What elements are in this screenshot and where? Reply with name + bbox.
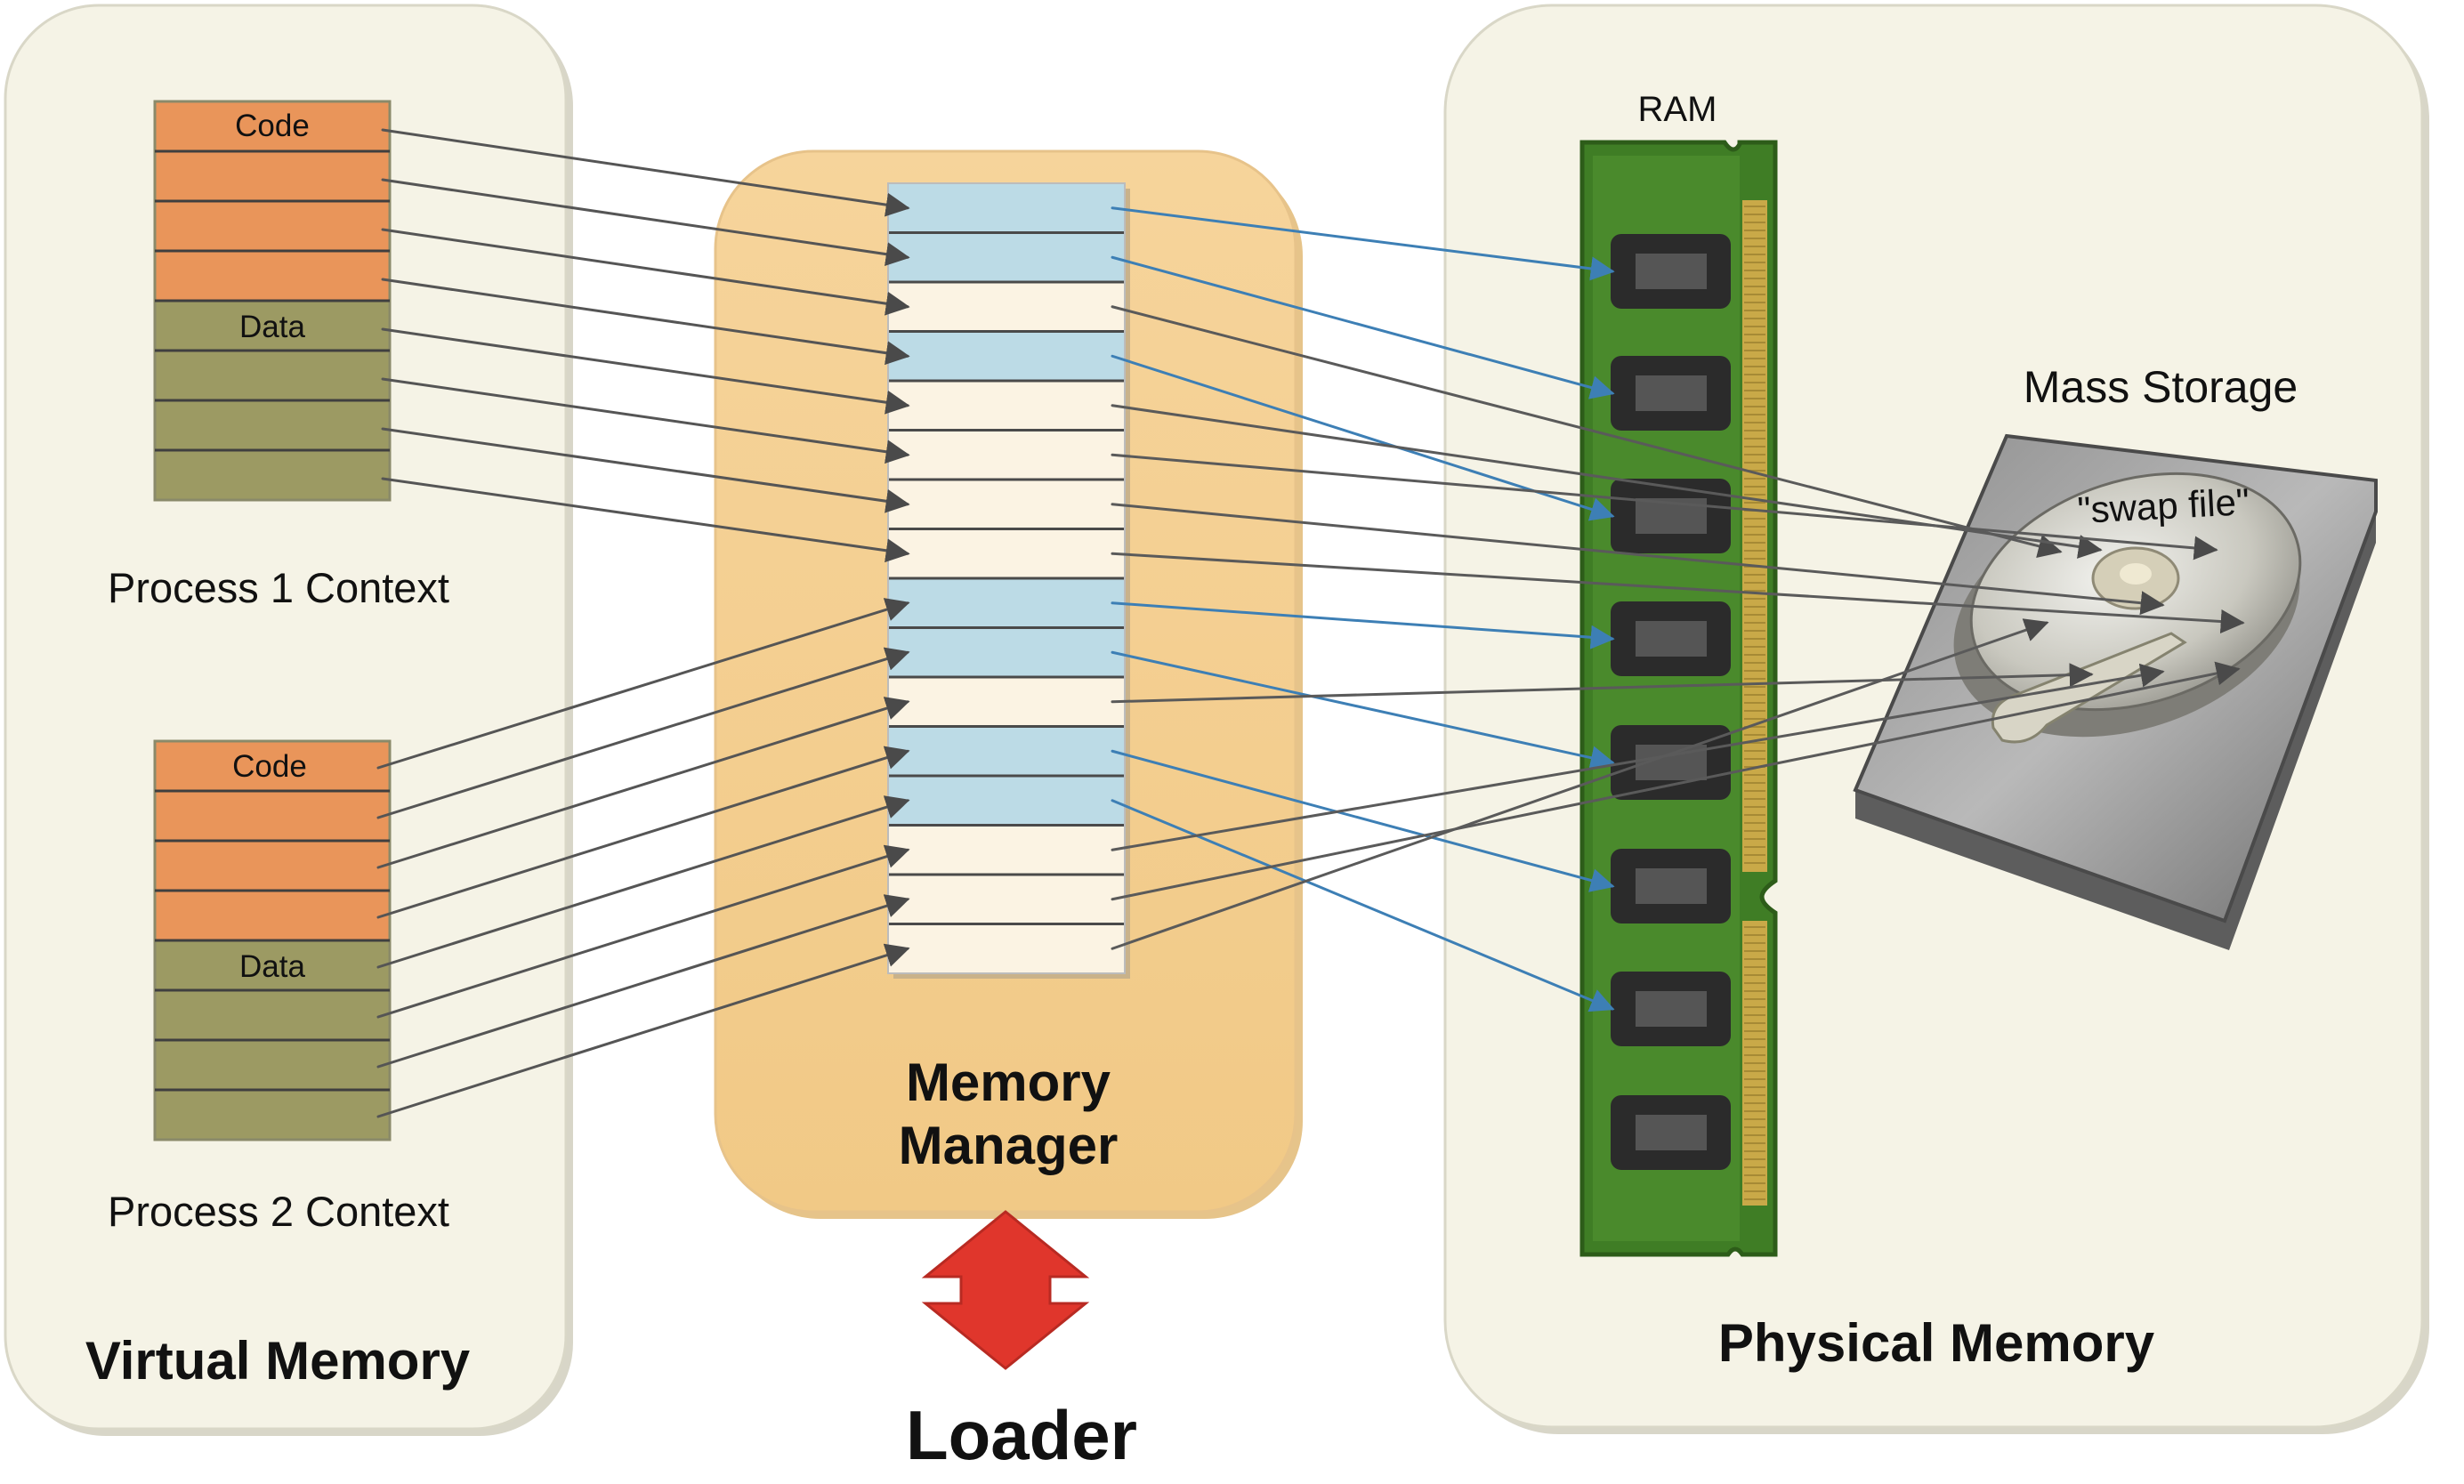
page-entry-swapped bbox=[888, 677, 1125, 727]
mapping-arrow bbox=[376, 598, 910, 770]
mapping-arrow bbox=[1111, 663, 2165, 851]
code-page-block bbox=[155, 201, 390, 251]
page-entry-swapped bbox=[888, 381, 1125, 431]
page-entry-swapped bbox=[888, 480, 1125, 529]
page-entry-in-ram bbox=[888, 776, 1125, 826]
ram-chip-die bbox=[1636, 375, 1707, 411]
mapping-arrow bbox=[1111, 749, 1615, 892]
mapping-arrow bbox=[376, 697, 910, 869]
code-page-block bbox=[155, 151, 390, 201]
code-page-block bbox=[155, 841, 390, 891]
mapping-arrow bbox=[1111, 305, 2063, 558]
data-page-block bbox=[155, 1040, 390, 1090]
mapping-arrow bbox=[376, 795, 910, 969]
mapping-arrow bbox=[1111, 206, 1615, 281]
memory-manager-title-line1: Memory bbox=[906, 1053, 1111, 1112]
ram-chip-die bbox=[1636, 621, 1707, 657]
mapping-arrow bbox=[1111, 552, 2245, 633]
mapping-arrow bbox=[1111, 503, 2165, 616]
data-label-p1: Data bbox=[239, 310, 305, 344]
code-page-block bbox=[155, 251, 390, 301]
mapping-arrow bbox=[376, 647, 910, 819]
disk-spindle-cap bbox=[2120, 563, 2152, 585]
arrows bbox=[376, 128, 2245, 1118]
code-page-block bbox=[155, 741, 390, 791]
code-page-block bbox=[155, 101, 390, 151]
mass-storage-label: Mass Storage bbox=[2024, 362, 2298, 412]
virtual-memory-panel bbox=[4, 4, 568, 1431]
mapping-arrow bbox=[381, 377, 910, 464]
page-table-outline bbox=[887, 182, 1126, 974]
page-entry-swapped bbox=[888, 825, 1125, 875]
mapping-arrow bbox=[381, 427, 910, 513]
ram-chip-die bbox=[1636, 1115, 1707, 1150]
page-entry-in-ram bbox=[888, 331, 1125, 381]
ram-label: RAM bbox=[1638, 90, 1717, 129]
ram-chip-die bbox=[1636, 991, 1707, 1027]
ram-chip-die bbox=[1636, 868, 1707, 904]
mapping-arrow bbox=[1111, 255, 1615, 399]
mapping-arrow bbox=[1111, 453, 2218, 561]
loader-double-arrow-icon bbox=[921, 1210, 1090, 1370]
mapping-arrow bbox=[381, 477, 910, 563]
page-entry-swapped bbox=[888, 528, 1125, 578]
memory-manager-title-line2: Manager bbox=[899, 1116, 1119, 1175]
physical-memory-title: Physical Memory bbox=[1718, 1313, 2155, 1373]
code-label-p2: Code bbox=[232, 749, 307, 784]
mapping-arrow bbox=[1111, 354, 1615, 521]
code-page-block bbox=[155, 791, 390, 841]
page-entry-swapped bbox=[888, 282, 1125, 332]
ram-chips bbox=[1611, 234, 1731, 1170]
ram-chip-die bbox=[1636, 254, 1707, 289]
page-table bbox=[887, 182, 1130, 979]
disk-side bbox=[1855, 512, 2376, 950]
mapping-arrow bbox=[376, 943, 910, 1118]
ram-contact-lines bbox=[1744, 206, 1765, 1200]
process1-label: Process 1 Context bbox=[108, 564, 449, 611]
code-label-p1: Code bbox=[235, 109, 310, 143]
page-entry-swapped bbox=[888, 875, 1125, 924]
page-entry-swapped bbox=[888, 430, 1125, 480]
page-entry-in-ram bbox=[888, 183, 1125, 233]
ram-module-icon bbox=[1579, 140, 1778, 1257]
mapping-arrow bbox=[376, 746, 910, 919]
page-entry-in-ram bbox=[888, 232, 1125, 282]
mapping-arrow bbox=[376, 894, 910, 1069]
data-page-block bbox=[155, 940, 390, 990]
ram-inner-board bbox=[1593, 156, 1740, 1241]
labels: Code Data Process 1 Context Code Data Pr… bbox=[85, 90, 2298, 1474]
process2-blocks bbox=[153, 739, 392, 1141]
mapping-arrow bbox=[1111, 661, 2241, 901]
virtual-memory-title: Virtual Memory bbox=[85, 1331, 471, 1391]
disk-actuator-arm bbox=[1991, 632, 2187, 744]
mapping-arrow bbox=[381, 228, 910, 316]
mapping-arrow bbox=[1111, 650, 1615, 770]
process2-label: Process 2 Context bbox=[108, 1188, 449, 1235]
page-entry-swapped bbox=[888, 923, 1125, 973]
mapping-arrow bbox=[1111, 618, 2049, 950]
page-entry-in-ram bbox=[888, 578, 1125, 628]
mapping-arrow bbox=[1111, 601, 1615, 649]
mapping-arrow bbox=[381, 327, 910, 415]
page-entry-in-ram bbox=[888, 726, 1125, 776]
page-entry-in-ram bbox=[888, 627, 1125, 677]
data-label-p2: Data bbox=[239, 949, 305, 984]
mapping-arrow bbox=[381, 178, 910, 267]
mapping-arrow bbox=[1111, 663, 2094, 704]
code-page-block bbox=[155, 891, 390, 940]
ram-contacts-top bbox=[1742, 200, 1767, 872]
swap-file-label: "swap file" bbox=[2077, 480, 2250, 531]
data-page-block bbox=[155, 990, 390, 1040]
data-page-block bbox=[155, 301, 390, 351]
mapping-arrow bbox=[376, 844, 910, 1019]
process1-blocks bbox=[153, 100, 392, 502]
data-page-block bbox=[155, 1090, 390, 1140]
loader-label: Loader bbox=[906, 1396, 1137, 1474]
data-page-block bbox=[155, 450, 390, 500]
mapping-arrow bbox=[381, 278, 910, 366]
data-page-block bbox=[155, 351, 390, 400]
mapping-arrow bbox=[381, 128, 910, 217]
data-page-block bbox=[155, 400, 390, 450]
